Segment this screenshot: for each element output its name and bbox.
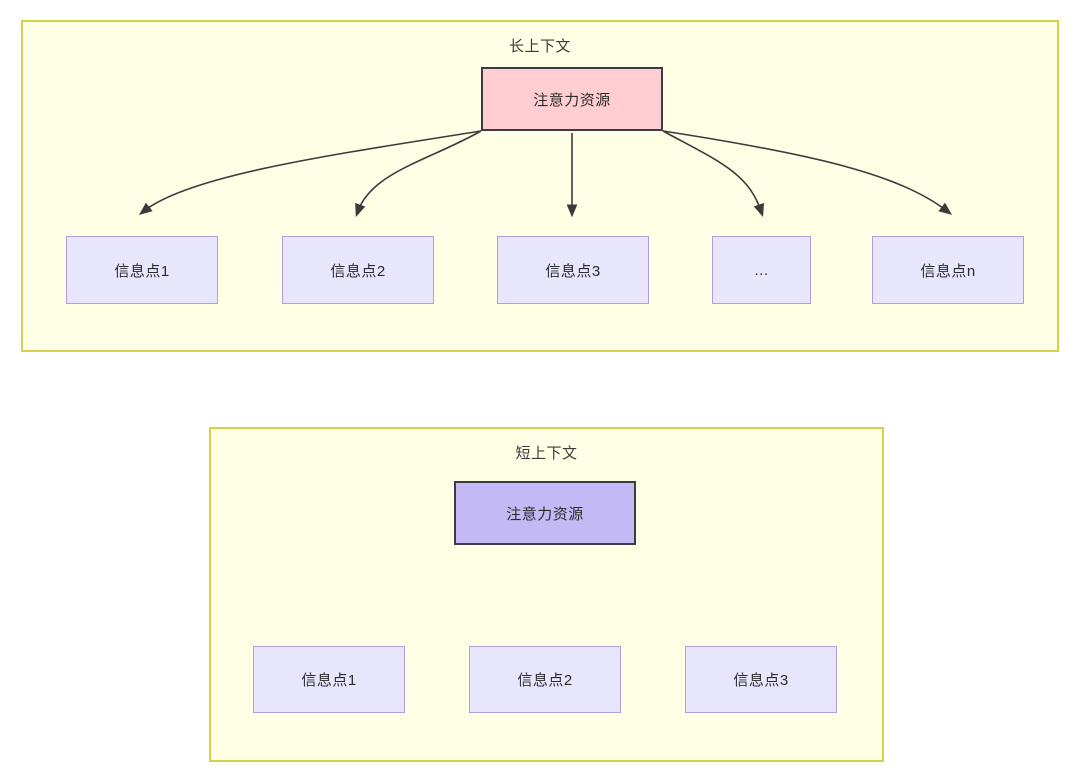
node-info-point-1-long[interactable]: 信息点1 [66, 236, 218, 304]
node-info-point-n-long[interactable]: 信息点n [872, 236, 1024, 304]
node-info-point-1-short[interactable]: 信息点1 [253, 646, 405, 713]
node-info-point-ellipsis-long[interactable]: ... [712, 236, 811, 304]
node-label: 信息点3 [545, 262, 601, 280]
node-label: 信息点n [920, 262, 976, 280]
panel-short-context-title: 短上下文 [515, 445, 578, 462]
node-label: 信息点3 [733, 672, 789, 689]
panel-long-context-title: 长上下文 [508, 38, 571, 55]
node-info-point-2-long[interactable]: 信息点2 [282, 236, 434, 304]
node-attention-resource-short[interactable]: 注意力资源 [454, 481, 636, 545]
node-label: 信息点1 [301, 672, 357, 689]
node-label: 注意力资源 [533, 91, 611, 109]
node-label: ... [754, 261, 769, 279]
node-label: 信息点1 [114, 262, 170, 280]
node-info-point-3-short[interactable]: 信息点3 [685, 646, 837, 713]
node-attention-resource-long[interactable]: 注意力资源 [481, 67, 663, 131]
node-label: 注意力资源 [506, 505, 584, 523]
node-label: 信息点2 [330, 262, 386, 280]
node-info-point-3-long[interactable]: 信息点3 [497, 236, 649, 304]
node-label: 信息点2 [517, 672, 573, 689]
node-info-point-2-short[interactable]: 信息点2 [469, 646, 621, 713]
